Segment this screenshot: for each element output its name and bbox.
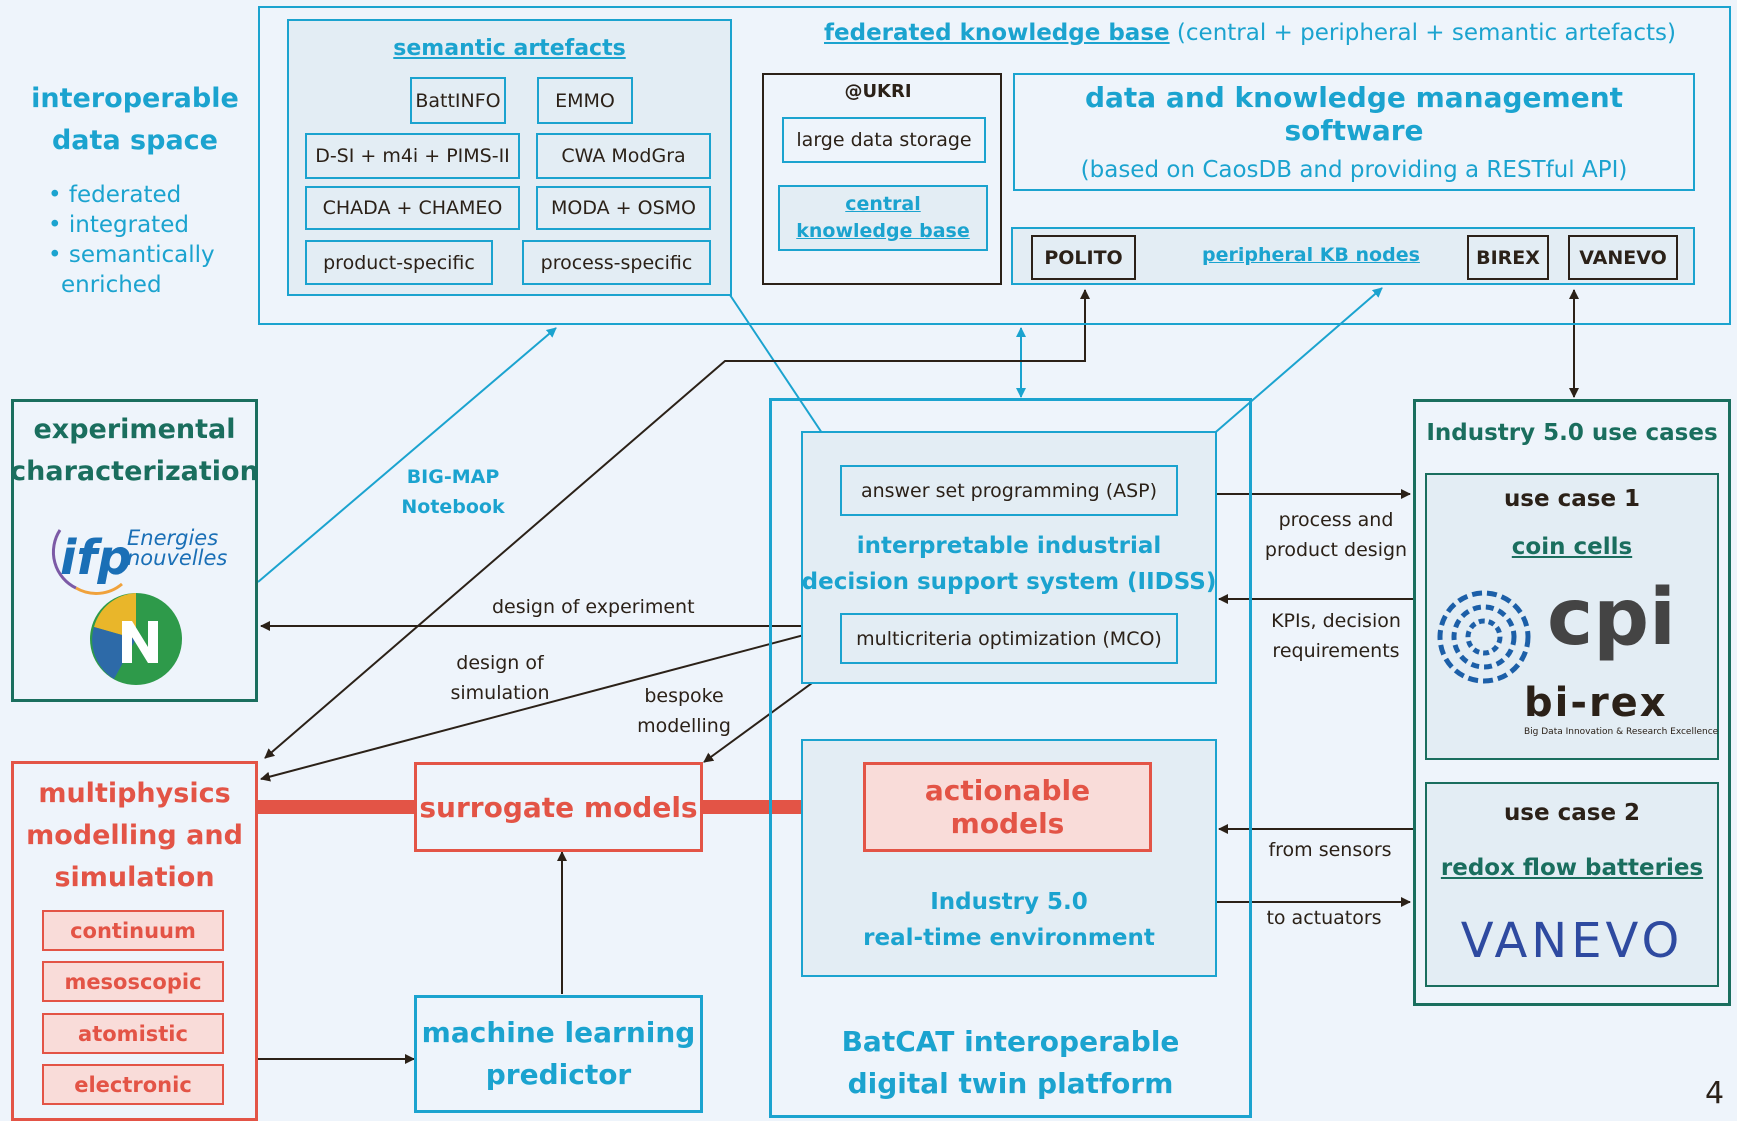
bullet-item: • federated — [48, 182, 182, 208]
node-birex: BIREX — [1467, 235, 1549, 280]
label-to-actuators: to actuators — [1266, 907, 1382, 929]
artefact-item: CHADA + CHAMEO — [305, 186, 520, 230]
ifpen-logo: ifp — [36, 512, 236, 596]
multiphysics-title: multiphysics modelling and simulation — [26, 778, 243, 893]
use-cases-title: Industry 5.0 use cases — [1426, 420, 1718, 446]
partner-logo-icon — [88, 591, 184, 687]
red-link-multiphysics-surrogate — [257, 800, 415, 814]
iidss-title: interpretable industrial decision suppor… — [801, 533, 1217, 595]
mco-box: multicriteria optimization (MCO) — [840, 613, 1178, 664]
artefact-item: D-SI + m4i + PIMS-II — [305, 133, 520, 179]
bullet-item: • integrated — [48, 212, 189, 238]
use-case-2-title: use case 2 — [1503, 800, 1641, 826]
ml-predictor: machine learning predictor — [414, 995, 703, 1113]
ukri-title: @UKRI — [844, 81, 912, 102]
label-bespoke-modelling: bespoke modelling — [637, 685, 731, 737]
bullet-item: • semantically — [48, 242, 215, 268]
ukri-box — [762, 73, 1002, 285]
ifpen-logo-text: Energies nouvelles — [127, 526, 228, 570]
label-kpis: KPIs, decision requirements — [1271, 610, 1401, 662]
use-cases-box — [1413, 399, 1731, 1006]
peripheral-kb-label: peripheral KB nodes — [1202, 244, 1420, 266]
semantic-artefacts-title: semantic artefacts — [393, 36, 626, 61]
experimental-title-line2: characterization — [10, 456, 259, 487]
realtime-title: Industry 5.0 real-time environment — [863, 889, 1155, 951]
node-vanevo: VANEVO — [1568, 235, 1678, 280]
experimental-title: experimental characterization — [10, 409, 259, 493]
artefact-item: EMMO — [537, 77, 633, 124]
node-polito: POLITO — [1031, 235, 1136, 280]
level-continuum: continuum — [42, 910, 224, 951]
use-case-1-name: coin cells — [1511, 534, 1633, 560]
artefact-item: MODA + OSMO — [536, 186, 711, 230]
label-from-sensors: from sensors — [1268, 839, 1392, 861]
page-number: 4 — [1705, 1076, 1725, 1111]
artefact-item: process-specific — [522, 240, 711, 285]
federated-kb-title: federated knowledge base (central + peri… — [824, 20, 1676, 46]
central-kb: central knowledge base — [778, 185, 988, 251]
cpi-logo-icon — [1432, 585, 1536, 689]
experimental-title-line1: experimental — [33, 414, 236, 445]
experimental-box — [11, 399, 258, 702]
surrogate-models: surrogate models — [414, 762, 703, 852]
birex-logo-sub: Big Data Innovation & Research Excellenc… — [1524, 727, 1719, 737]
use-case-2-box — [1425, 782, 1719, 987]
dkms-subtitle: (based on CaosDB and providing a RESTful… — [1080, 157, 1628, 183]
bigmap-label: BIG-MAP Notebook — [401, 466, 505, 518]
bullet-item: enriched — [61, 272, 162, 298]
label-process-product-design: process and product design — [1264, 509, 1408, 561]
artefact-item: BattINFO — [410, 77, 506, 124]
use-case-1-title: use case 1 — [1503, 486, 1641, 512]
vanevo-logo: VANEVO — [1460, 913, 1684, 969]
label-design-of-simulation: design of simulation — [450, 652, 550, 704]
label-design-of-experiment: design of experiment — [492, 596, 695, 618]
federated-kb-box — [258, 6, 1731, 325]
central-kb-line1: central — [845, 193, 921, 215]
level-electronic: electronic — [42, 1064, 224, 1105]
data-space-title-line2: data space — [51, 125, 218, 156]
large-data-storage: large data storage — [782, 117, 986, 163]
level-mesoscopic: mesoscopic — [42, 961, 224, 1002]
cpi-logo-text: cpi — [1547, 573, 1676, 663]
level-atomistic: atomistic — [42, 1013, 224, 1054]
use-case-1-box — [1425, 473, 1719, 760]
iidss-box — [801, 431, 1217, 684]
dkms-box: data and knowledge management software (… — [1013, 73, 1695, 191]
central-kb-line2: knowledge base — [796, 220, 970, 242]
data-space-title-line1: interoperable — [31, 83, 239, 114]
actionable-models: actionable models — [863, 762, 1152, 852]
birex-logo-text: bi-rex — [1524, 680, 1668, 726]
data-space-title: interoperable data space — [20, 78, 250, 162]
platform-title: BatCAT interoperable digital twin platfo… — [841, 1025, 1180, 1100]
artefact-item: product-specific — [305, 240, 493, 285]
artefact-item: CWA ModGra — [536, 133, 711, 179]
use-case-2-name: redox flow batteries — [1440, 855, 1704, 881]
dkms-title: data and knowledge management software — [1084, 81, 1624, 147]
svg-text:ifp: ifp — [60, 530, 132, 586]
asp-box: answer set programming (ASP) — [840, 465, 1178, 516]
data-space-bullets: • federated • integrated • semantically … — [48, 180, 215, 300]
